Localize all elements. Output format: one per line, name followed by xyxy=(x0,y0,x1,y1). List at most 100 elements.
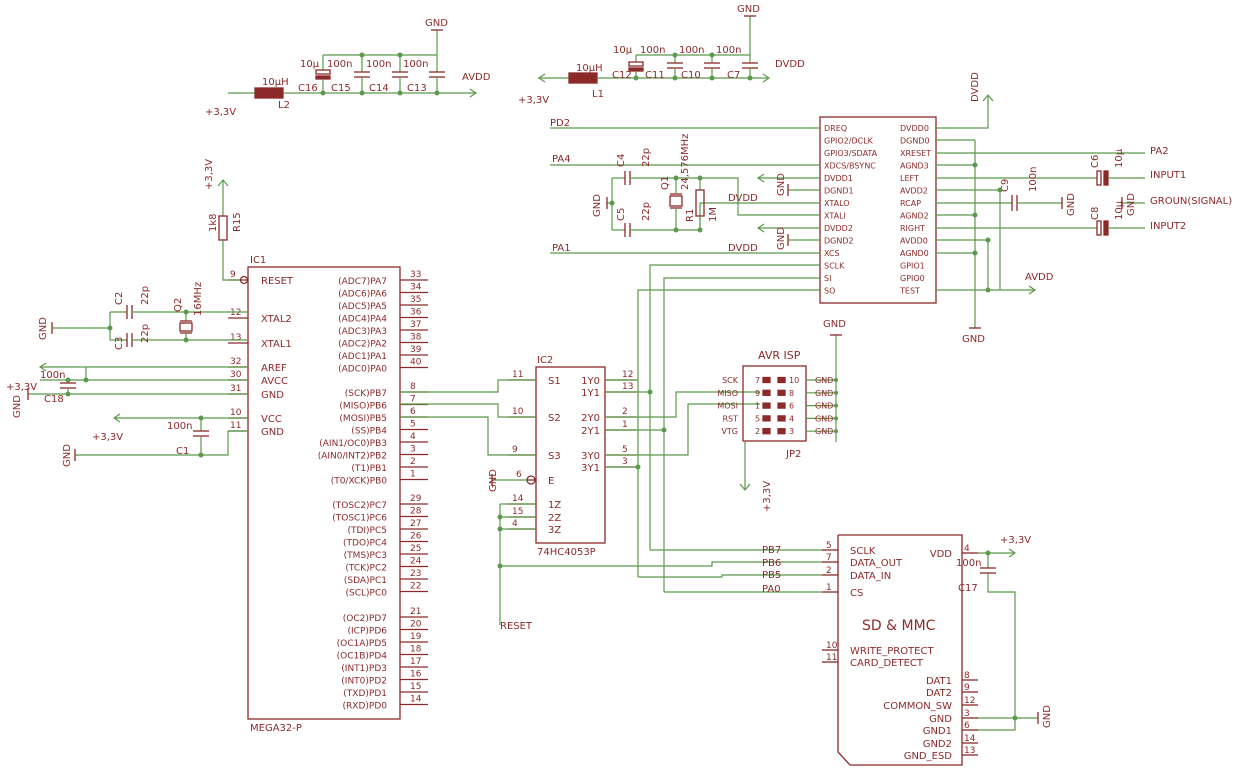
vs-codec: DREQGPIO2/DCLKGPIO3/SDATAXDCS/BSYNCDVDD1… xyxy=(819,116,937,304)
label-r1: R1 xyxy=(685,209,696,222)
label-c7-val: 100n xyxy=(716,45,741,56)
sd-pin-gnd2: GND2 xyxy=(923,739,952,750)
ic1-pin-vcc: VCC xyxy=(261,414,282,425)
label-c4-val: 22p xyxy=(641,148,652,167)
ic2-pin-3y0: 3Y0 xyxy=(581,451,600,462)
spi-bus-wires xyxy=(605,264,820,592)
resistor-r15 xyxy=(218,215,228,241)
label-vcc33-6: +3,3V xyxy=(762,481,773,512)
ic1-mega32: IC1 MEGA32-P 9RESET12XTAL213XTAL132AREF3… xyxy=(228,255,428,734)
r15-pullup: +3,3V 1k8 R15 xyxy=(204,159,243,281)
sd-pin-gnd: GND xyxy=(929,714,952,725)
label-gnd-5: GND xyxy=(62,444,73,467)
label-c17-val: 100n xyxy=(956,558,981,569)
vs-pin-xreset: XRESET xyxy=(900,149,931,158)
ic1-pin-num: 14 xyxy=(410,695,422,705)
isp-title: AVR ISP xyxy=(758,349,801,362)
sd-pin-gnd-esd: GND_ESD xyxy=(904,751,953,762)
isp-pin-num: 9 xyxy=(755,389,760,398)
label-vcc33-2: +3,3V xyxy=(518,95,549,106)
ic1-pin-num: 38 xyxy=(410,333,422,343)
ic1-pin-num: 7 xyxy=(410,395,416,405)
label-r15: R15 xyxy=(232,212,243,232)
ic1-pin-txd-pd1: (TXD)PD1 xyxy=(343,689,387,699)
ic2-pin-num: 6 xyxy=(516,470,522,480)
vs-left-pins: DREQGPIO2/DCLKGPIO3/SDATAXDCS/BSYNCDVDD1… xyxy=(824,124,878,296)
isp-pad xyxy=(762,415,771,422)
ic1-pin-miso-pb6: (MISO)PB6 xyxy=(339,402,387,412)
label-gnd-2: GND xyxy=(737,4,760,15)
ic1-pin-t0-xck-pb0: (T0/XCK)PB0 xyxy=(331,477,388,487)
ic2-pin-2y1: 2Y1 xyxy=(581,426,600,437)
ic1-pin-adc0-pa0: (ADC0)PA0 xyxy=(338,365,387,375)
ic2-ref: IC2 xyxy=(537,355,553,366)
label-pb7: PB7 xyxy=(762,545,781,556)
ic1-pin-t1-pb1: (T1)PB1 xyxy=(351,464,387,474)
ic1-pin-sck-pb7: (SCK)PB7 xyxy=(345,389,387,399)
ic1-pin-reset: RESET xyxy=(261,276,294,287)
ic1-pin-int0-pd2: (INT0)PD2 xyxy=(341,677,387,687)
ic1-pin-avcc: AVCC xyxy=(261,376,288,387)
label-gnd-14: GND xyxy=(1042,705,1053,728)
label-gnd-7: GND xyxy=(592,194,603,217)
vs-pin-avdd0: AVDD0 xyxy=(900,237,928,246)
vs-pin-dgnd2: DGND2 xyxy=(824,237,854,246)
label-c11-val: 100n xyxy=(640,45,665,56)
label-c14: C14 xyxy=(369,83,389,94)
sd-pin-num: 2 xyxy=(826,566,832,576)
ic2-pin-2z: 2Z xyxy=(548,513,561,524)
sd-pin-common-sw: COMMON_SW xyxy=(883,701,952,712)
avdd-filter: +3,3V 10µH L2 C16 10µ C15 100n C14 100n … xyxy=(205,18,491,118)
sd-pin-num: 5 xyxy=(826,541,832,551)
isp-gnd-label: GND xyxy=(815,427,833,436)
label-gnd-6: GND xyxy=(488,469,499,492)
isp-pin-num: 4 xyxy=(789,414,794,423)
label-pa4: PA4 xyxy=(552,154,571,165)
cap-c12 xyxy=(628,55,644,78)
isp-pad xyxy=(777,402,786,409)
sd-pin-num: 14 xyxy=(964,734,976,744)
ic2-pin-num: 10 xyxy=(512,407,524,417)
vs-pin-sclk: SCLK xyxy=(824,262,845,271)
label-pa1: PA1 xyxy=(552,243,571,254)
label-c11: C11 xyxy=(645,70,665,81)
label-c18: C18 xyxy=(44,394,64,405)
ic1-pin-ain1-oc0-pb3: (AIN1/OC0)PB3 xyxy=(319,439,387,449)
ic1-pin-adc5-pa5: (ADC5)PA5 xyxy=(338,302,387,312)
ic1-pin-mosi-pb5: (MOSI)PB5 xyxy=(339,414,387,424)
ic2-pin-num: 2 xyxy=(622,407,628,417)
vs-pin-rcap: RCAP xyxy=(900,199,921,208)
label-l1-val: 10µH xyxy=(576,63,603,74)
ic1-pin-num: 3 xyxy=(410,445,416,455)
isp-gnd-label: GND xyxy=(815,389,833,398)
sd-pin-num: 1 xyxy=(826,583,832,593)
ic2-pin-num: 11 xyxy=(512,370,523,380)
ic1-pin-adc7-pa7: (ADC7)PA7 xyxy=(338,277,387,287)
ic1-pin-num: 17 xyxy=(410,657,421,667)
isp-signal-vtg: VTG xyxy=(721,427,738,436)
label-vcc33: +3,3V xyxy=(205,107,236,118)
ic1-pin-tosc2-pc7: (TOSC2)PC7 xyxy=(332,501,387,511)
vs-pin-xtalo: XTALO xyxy=(824,199,850,208)
cap-c13 xyxy=(429,55,445,93)
ic2-pin-1z: 1Z xyxy=(548,500,561,511)
inductor-l1 xyxy=(568,72,598,84)
ic1-pin-num: 40 xyxy=(410,358,422,368)
isp-gnd-label: GND xyxy=(815,414,833,423)
sd-title: SD & MMC xyxy=(862,618,936,634)
ic1-pin-adc2-pa2: (ADC2)PA2 xyxy=(338,340,387,350)
ic1-pin-num: 32 xyxy=(230,357,241,367)
vs-right-pins: DVDD0DGND0XRESETAGND3LEFTAVDD2RCAPAGND2R… xyxy=(899,124,931,296)
label-avdd-2: AVDD xyxy=(1025,272,1054,283)
sd-pin-dat1: DAT1 xyxy=(926,676,952,687)
ic1-pin-xtal1: XTAL1 xyxy=(261,339,292,350)
ic1-left-pins: 9RESET12XTAL213XTAL132AREF30AVCC31GND10V… xyxy=(228,270,294,438)
isp-pin-num: 8 xyxy=(789,389,794,398)
ic1-pin-num: 28 xyxy=(410,507,422,517)
label-gnd-10: GND xyxy=(962,334,985,345)
